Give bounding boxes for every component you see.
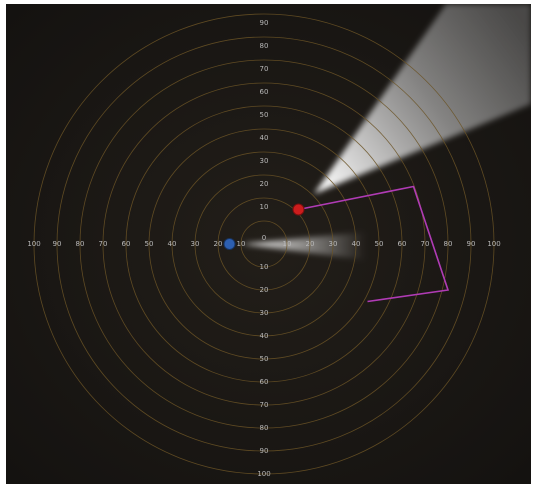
x-tick-label-left: 40 <box>168 240 177 248</box>
y-tick-label-down: 10 <box>260 263 269 271</box>
y-tick-label-down: 20 <box>260 286 269 294</box>
x-tick-label-left: 50 <box>145 240 154 248</box>
movement-path <box>298 185 450 303</box>
x-tick-label-right: 70 <box>421 240 430 248</box>
range-ring <box>125 105 403 383</box>
x-tick-label-right: 10 <box>283 240 292 248</box>
x-tick-label-right: 60 <box>398 240 407 248</box>
range-ring <box>194 174 334 314</box>
range-ring <box>33 13 495 475</box>
y-tick-label-up: 50 <box>260 111 269 119</box>
y-tick-label-down: 80 <box>260 424 269 432</box>
y-tick-label-up: 20 <box>260 180 269 188</box>
range-rings <box>33 13 495 475</box>
x-tick-label-left: 100 <box>27 240 40 248</box>
blue-player[interactable] <box>223 238 236 250</box>
range-ring <box>240 220 288 268</box>
range-ring <box>171 151 357 337</box>
x-tick-label-right: 50 <box>375 240 384 248</box>
y-tick-label-down: 60 <box>260 378 269 386</box>
x-tick-label-left: 90 <box>53 240 62 248</box>
x-tick-label-right: 30 <box>329 240 338 248</box>
y-tick-label-up: 40 <box>260 134 269 142</box>
y-tick-label-down: 50 <box>260 355 269 363</box>
x-tick-label-right: 80 <box>444 240 453 248</box>
range-ring <box>148 128 380 360</box>
x-tick-label-right: 20 <box>306 240 315 248</box>
x-tick-label-left: 20 <box>214 240 223 248</box>
y-tick-label-up: 70 <box>260 65 269 73</box>
y-tick-label-up: 80 <box>260 42 269 50</box>
x-tick-label-right: 40 <box>352 240 361 248</box>
spotlight-beam-upper <box>314 4 531 194</box>
x-tick-label-left: 10 <box>237 240 246 248</box>
y-tick-label-down: 40 <box>260 332 269 340</box>
entities <box>223 203 305 250</box>
y-tick-label-down: 90 <box>260 447 269 455</box>
x-tick-label-left: 60 <box>122 240 131 248</box>
y-tick-label-up: 10 <box>260 203 269 211</box>
y-tick-label-down: 30 <box>260 309 269 317</box>
x-tick-label-right: 100 <box>487 240 500 248</box>
y-tick-label-up: 90 <box>260 19 269 27</box>
x-tick-label-left: 80 <box>76 240 85 248</box>
spotlight-beam-lower <box>242 232 366 260</box>
path-line <box>298 185 450 303</box>
x-tick-label-right: 90 <box>467 240 476 248</box>
y-tick-label-up: 60 <box>260 88 269 96</box>
y-tick-label-down: 100 <box>257 470 270 478</box>
x-tick-label-left: 70 <box>99 240 108 248</box>
x-tick-label-left: 30 <box>191 240 200 248</box>
y-tick-label-up: 0 <box>262 234 266 242</box>
range-ring <box>217 197 311 291</box>
range-ring <box>102 82 426 406</box>
range-ring <box>79 59 449 429</box>
red-player[interactable] <box>292 203 305 216</box>
range-ring <box>56 36 472 452</box>
y-tick-label-down: 70 <box>260 401 269 409</box>
y-tick-label-up: 30 <box>260 157 269 165</box>
